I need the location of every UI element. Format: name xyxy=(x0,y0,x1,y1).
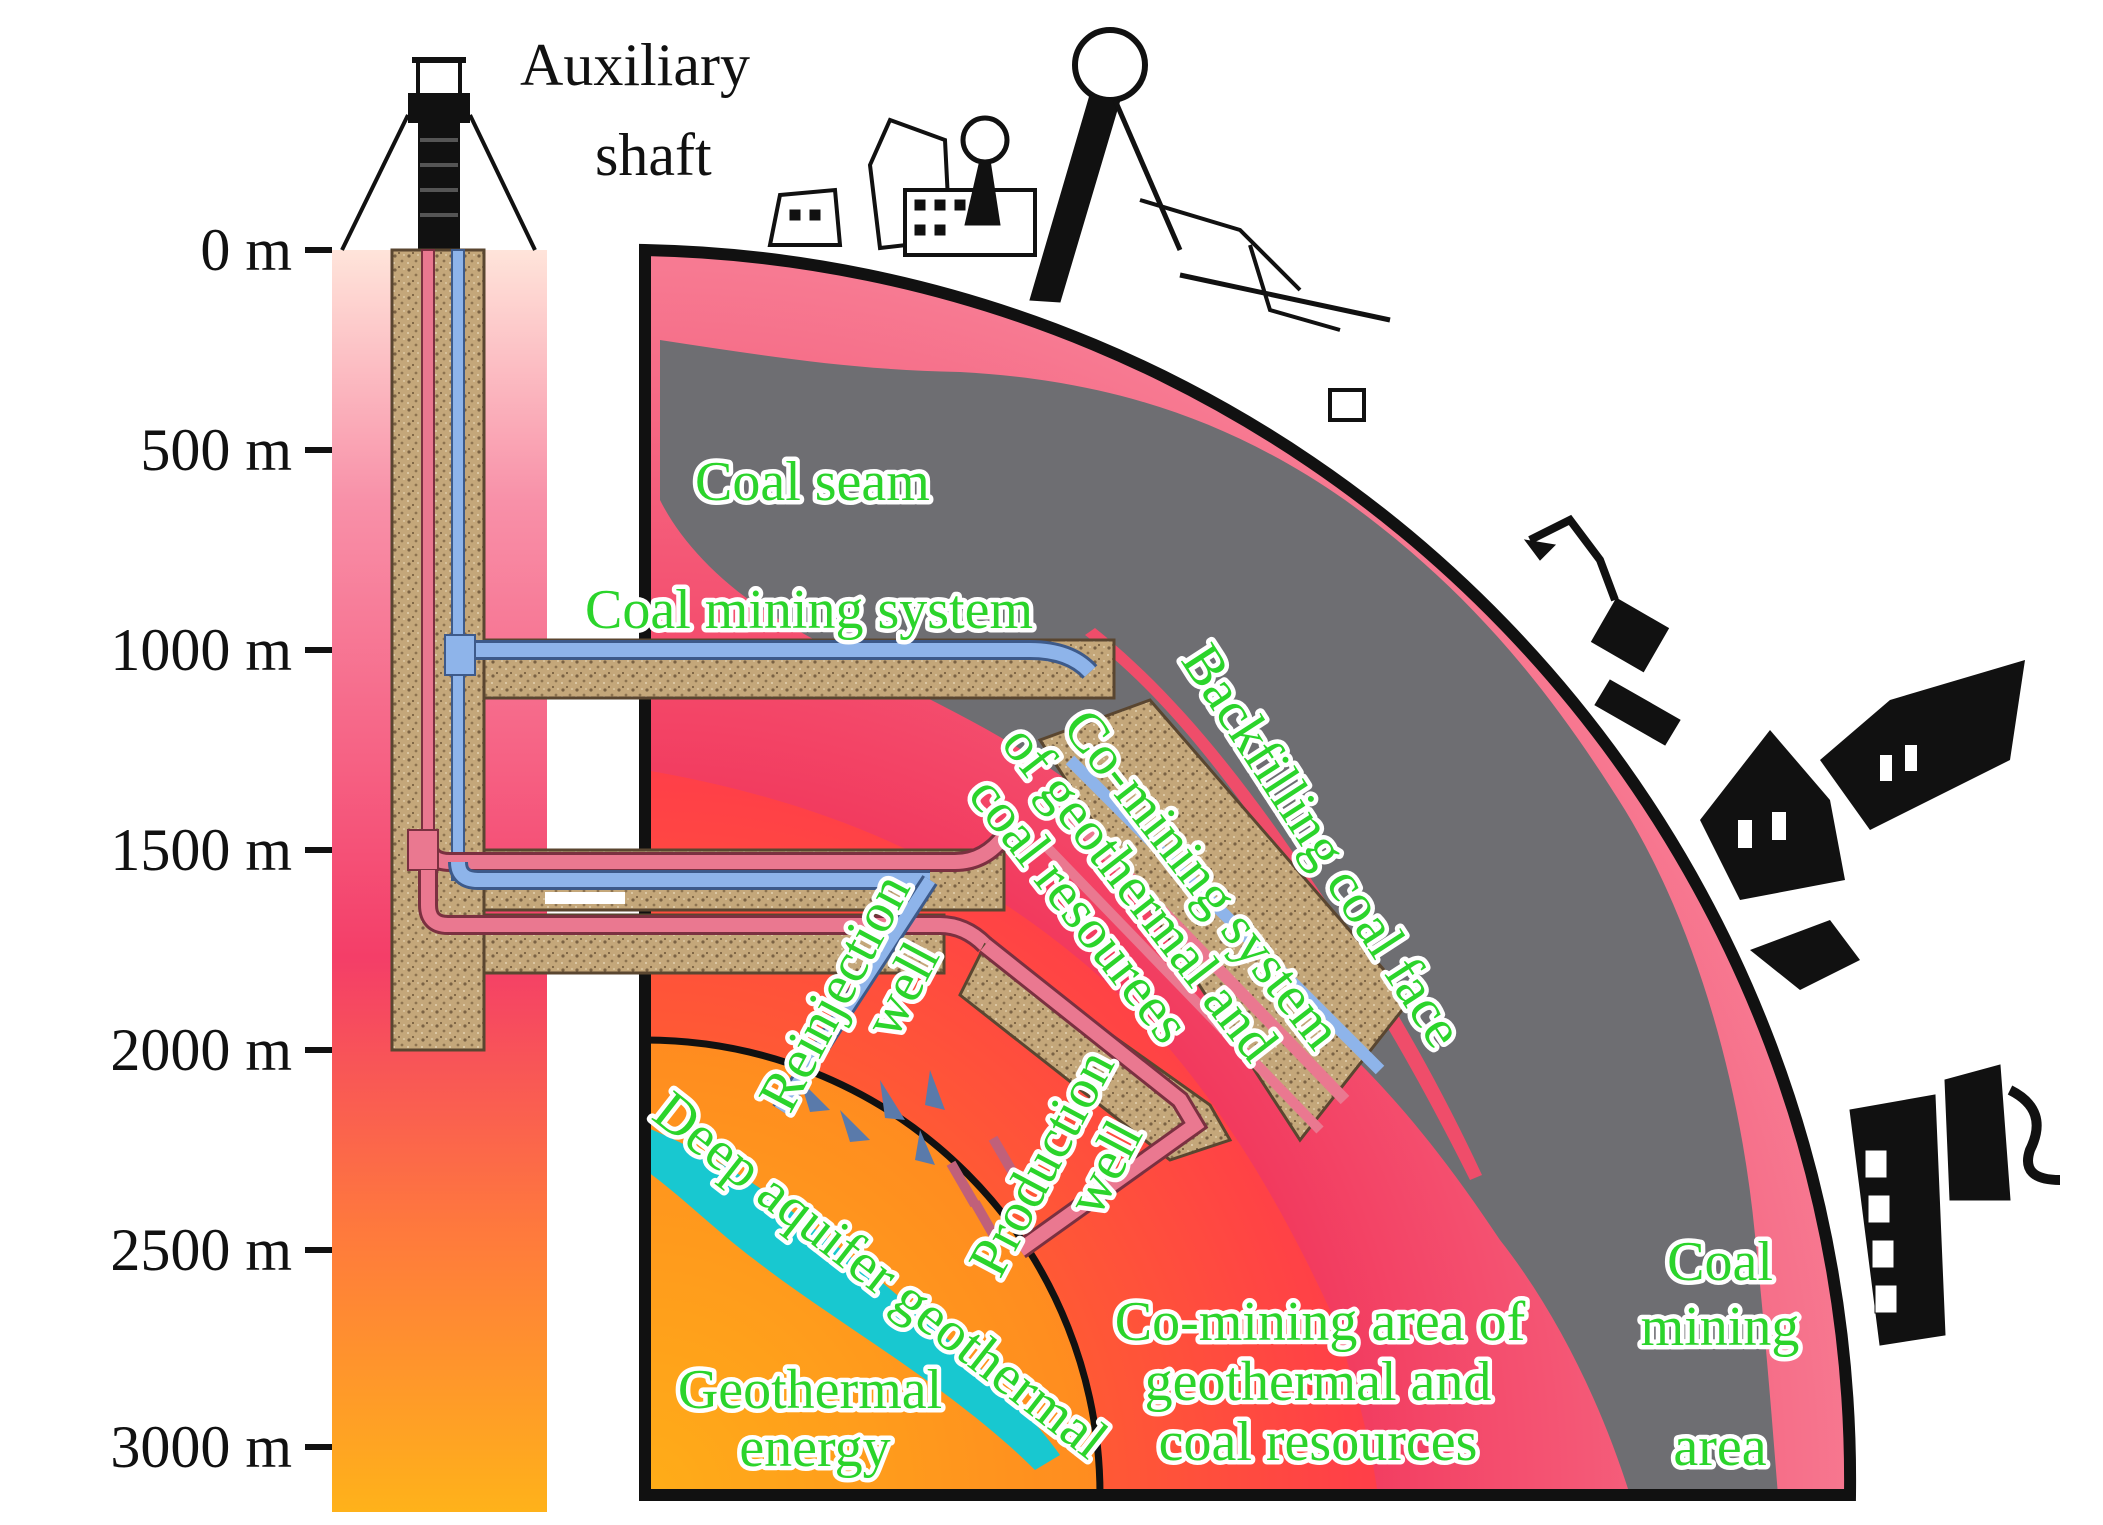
comining-gallery-lower xyxy=(418,870,993,975)
depth-label-500: 500 m xyxy=(140,417,292,483)
coal-mining-gallery xyxy=(444,634,1116,700)
depth-label-1500: 1500 m xyxy=(110,817,292,883)
label-geothermal-energy-line-1: Geothermal xyxy=(678,1359,942,1421)
depth-label-0: 0 m xyxy=(200,217,292,283)
coal-seam-band xyxy=(660,340,1778,1495)
title-line-1: Auxiliary xyxy=(520,32,750,98)
label-comining-area-line-1: Co-mining area of xyxy=(1115,1291,1526,1353)
factory-skyline-icon xyxy=(767,27,1391,422)
label-coal-mining-area-line-3: area xyxy=(1673,1416,1766,1478)
depth-axis: 0 m 500 m 1000 m 1500 m 2000 m 2500 m 30… xyxy=(110,217,332,1480)
label-coal-seam: Coal seam xyxy=(695,451,930,513)
label-coal-mining-system: Coal mining system xyxy=(585,579,1033,641)
label-coal-mining-area-line-2: mining xyxy=(1641,1296,1800,1358)
depth-label-2000: 2000 m xyxy=(110,1017,292,1083)
label-geothermal-energy-line-2: energy xyxy=(739,1417,890,1479)
excavator-icon xyxy=(1523,514,1681,746)
depth-label-3000: 3000 m xyxy=(110,1414,292,1480)
depth-label-1000: 1000 m xyxy=(110,617,292,683)
title-line-2: shaft xyxy=(595,122,712,188)
headframe-icon xyxy=(340,57,537,253)
industrial-building-icon xyxy=(1849,1064,2061,1346)
label-comining-area-line-2: geothermal and xyxy=(1145,1351,1492,1413)
depth-label-2500: 2500 m xyxy=(110,1217,292,1283)
production-tunnel xyxy=(958,937,1233,1259)
church-icon xyxy=(1700,660,2025,990)
reinjection-well xyxy=(772,875,945,1165)
label-comining-area-line-3: coal resources xyxy=(1159,1411,1478,1473)
label-coal-mining-area-line-1: Coal xyxy=(1667,1231,1773,1293)
comining-system-block xyxy=(1036,698,1412,1143)
deep-aquifer xyxy=(648,1128,1060,1470)
production-well-pipes xyxy=(946,1135,1022,1240)
